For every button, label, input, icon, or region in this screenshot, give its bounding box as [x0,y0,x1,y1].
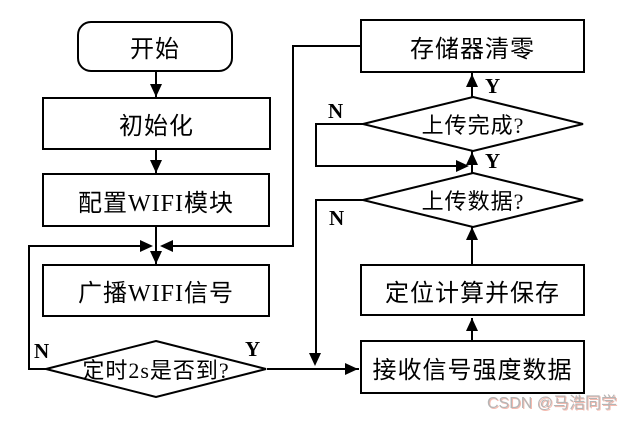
arrowhead-uploaddata-n-merge [309,353,321,366]
edge-timer-n-v [28,245,30,370]
arrowhead-start-init [150,84,162,97]
upload-done-y-label: Y [485,74,501,98]
arrowhead-timer-y-receive [345,363,358,375]
edge-uploaddata-n-v [315,199,317,355]
start-node-label: 开始 [130,37,180,63]
edge-uploaddone-n-h2 [315,165,457,167]
edge-timer-n-h1 [28,368,47,370]
receive-data-node-label: 接收信号强度数据 [372,357,573,384]
upload-done-decision-shape [362,96,584,152]
timer-decision-shape [45,340,267,398]
arrowhead-timer-n-junction [140,240,153,252]
edge-calc-uploaddata [471,227,473,266]
upload-data-n-label: N [329,206,345,230]
edge-config-broadcast [155,227,157,265]
init-node: 初始化 [42,97,271,150]
calc-save-node-label: 定位计算并保存 [385,280,560,307]
upload-data-decision-shape [362,172,584,228]
config-wifi-node: 配置WIFI模块 [42,173,270,227]
calc-save-node: 定位计算并保存 [360,264,585,316]
config-wifi-node-label: 配置WIFI模块 [78,190,234,217]
receive-data-node: 接收信号强度数据 [360,340,585,394]
upload-data-y-label: Y [485,149,501,173]
clear-storage-node: 存储器清零 [360,19,585,73]
broadcast-wifi-node: 广播WIFI信号 [42,264,270,317]
upload-data-decision: 上传数据? [361,172,585,228]
arrowhead-calc-uploaddata [466,227,478,240]
arrowhead-uploaddata-uploaddone [466,152,478,165]
broadcast-wifi-node-label: 广播WIFI信号 [78,281,234,307]
edge-timer-n-h2 [28,245,142,247]
clear-storage-node-label: 存储器清零 [410,36,535,63]
timer-y-label: Y [245,337,261,361]
arrowhead-init-config [150,160,162,173]
timer-n-label: N [34,339,50,363]
edge-uploaddata-n-h [315,199,363,201]
edge-clear-return-v [292,45,294,247]
arrowhead-uploaddone-clear [466,74,478,87]
edge-uploaddone-n-h1 [315,123,363,125]
timer-decision-label: 定时2s是否到? [82,358,230,383]
start-node: 开始 [77,21,233,72]
upload-data-decision-label: 上传数据? [421,189,525,214]
init-node-label: 初始化 [119,114,194,140]
upload-done-n-label: N [328,99,344,123]
arrowhead-into-broadcast [150,251,162,264]
edge-uploaddone-n-v [315,123,317,167]
timer-decision: 定时2s是否到? [44,340,268,398]
arrowhead-receive-calc [466,318,478,331]
upload-done-decision-label: 上传完成? [421,113,525,138]
edge-clear-return-h1 [292,45,362,47]
edge-timer-y [267,368,359,370]
edge-clear-return-h2 [172,245,294,247]
arrowhead-clear-return-junction [160,240,173,252]
upload-done-decision: 上传完成? [361,96,585,152]
arrowhead-uploaddone-n-merge [456,160,469,172]
csdn-watermark: CSDN @马浩同学 [487,395,618,412]
